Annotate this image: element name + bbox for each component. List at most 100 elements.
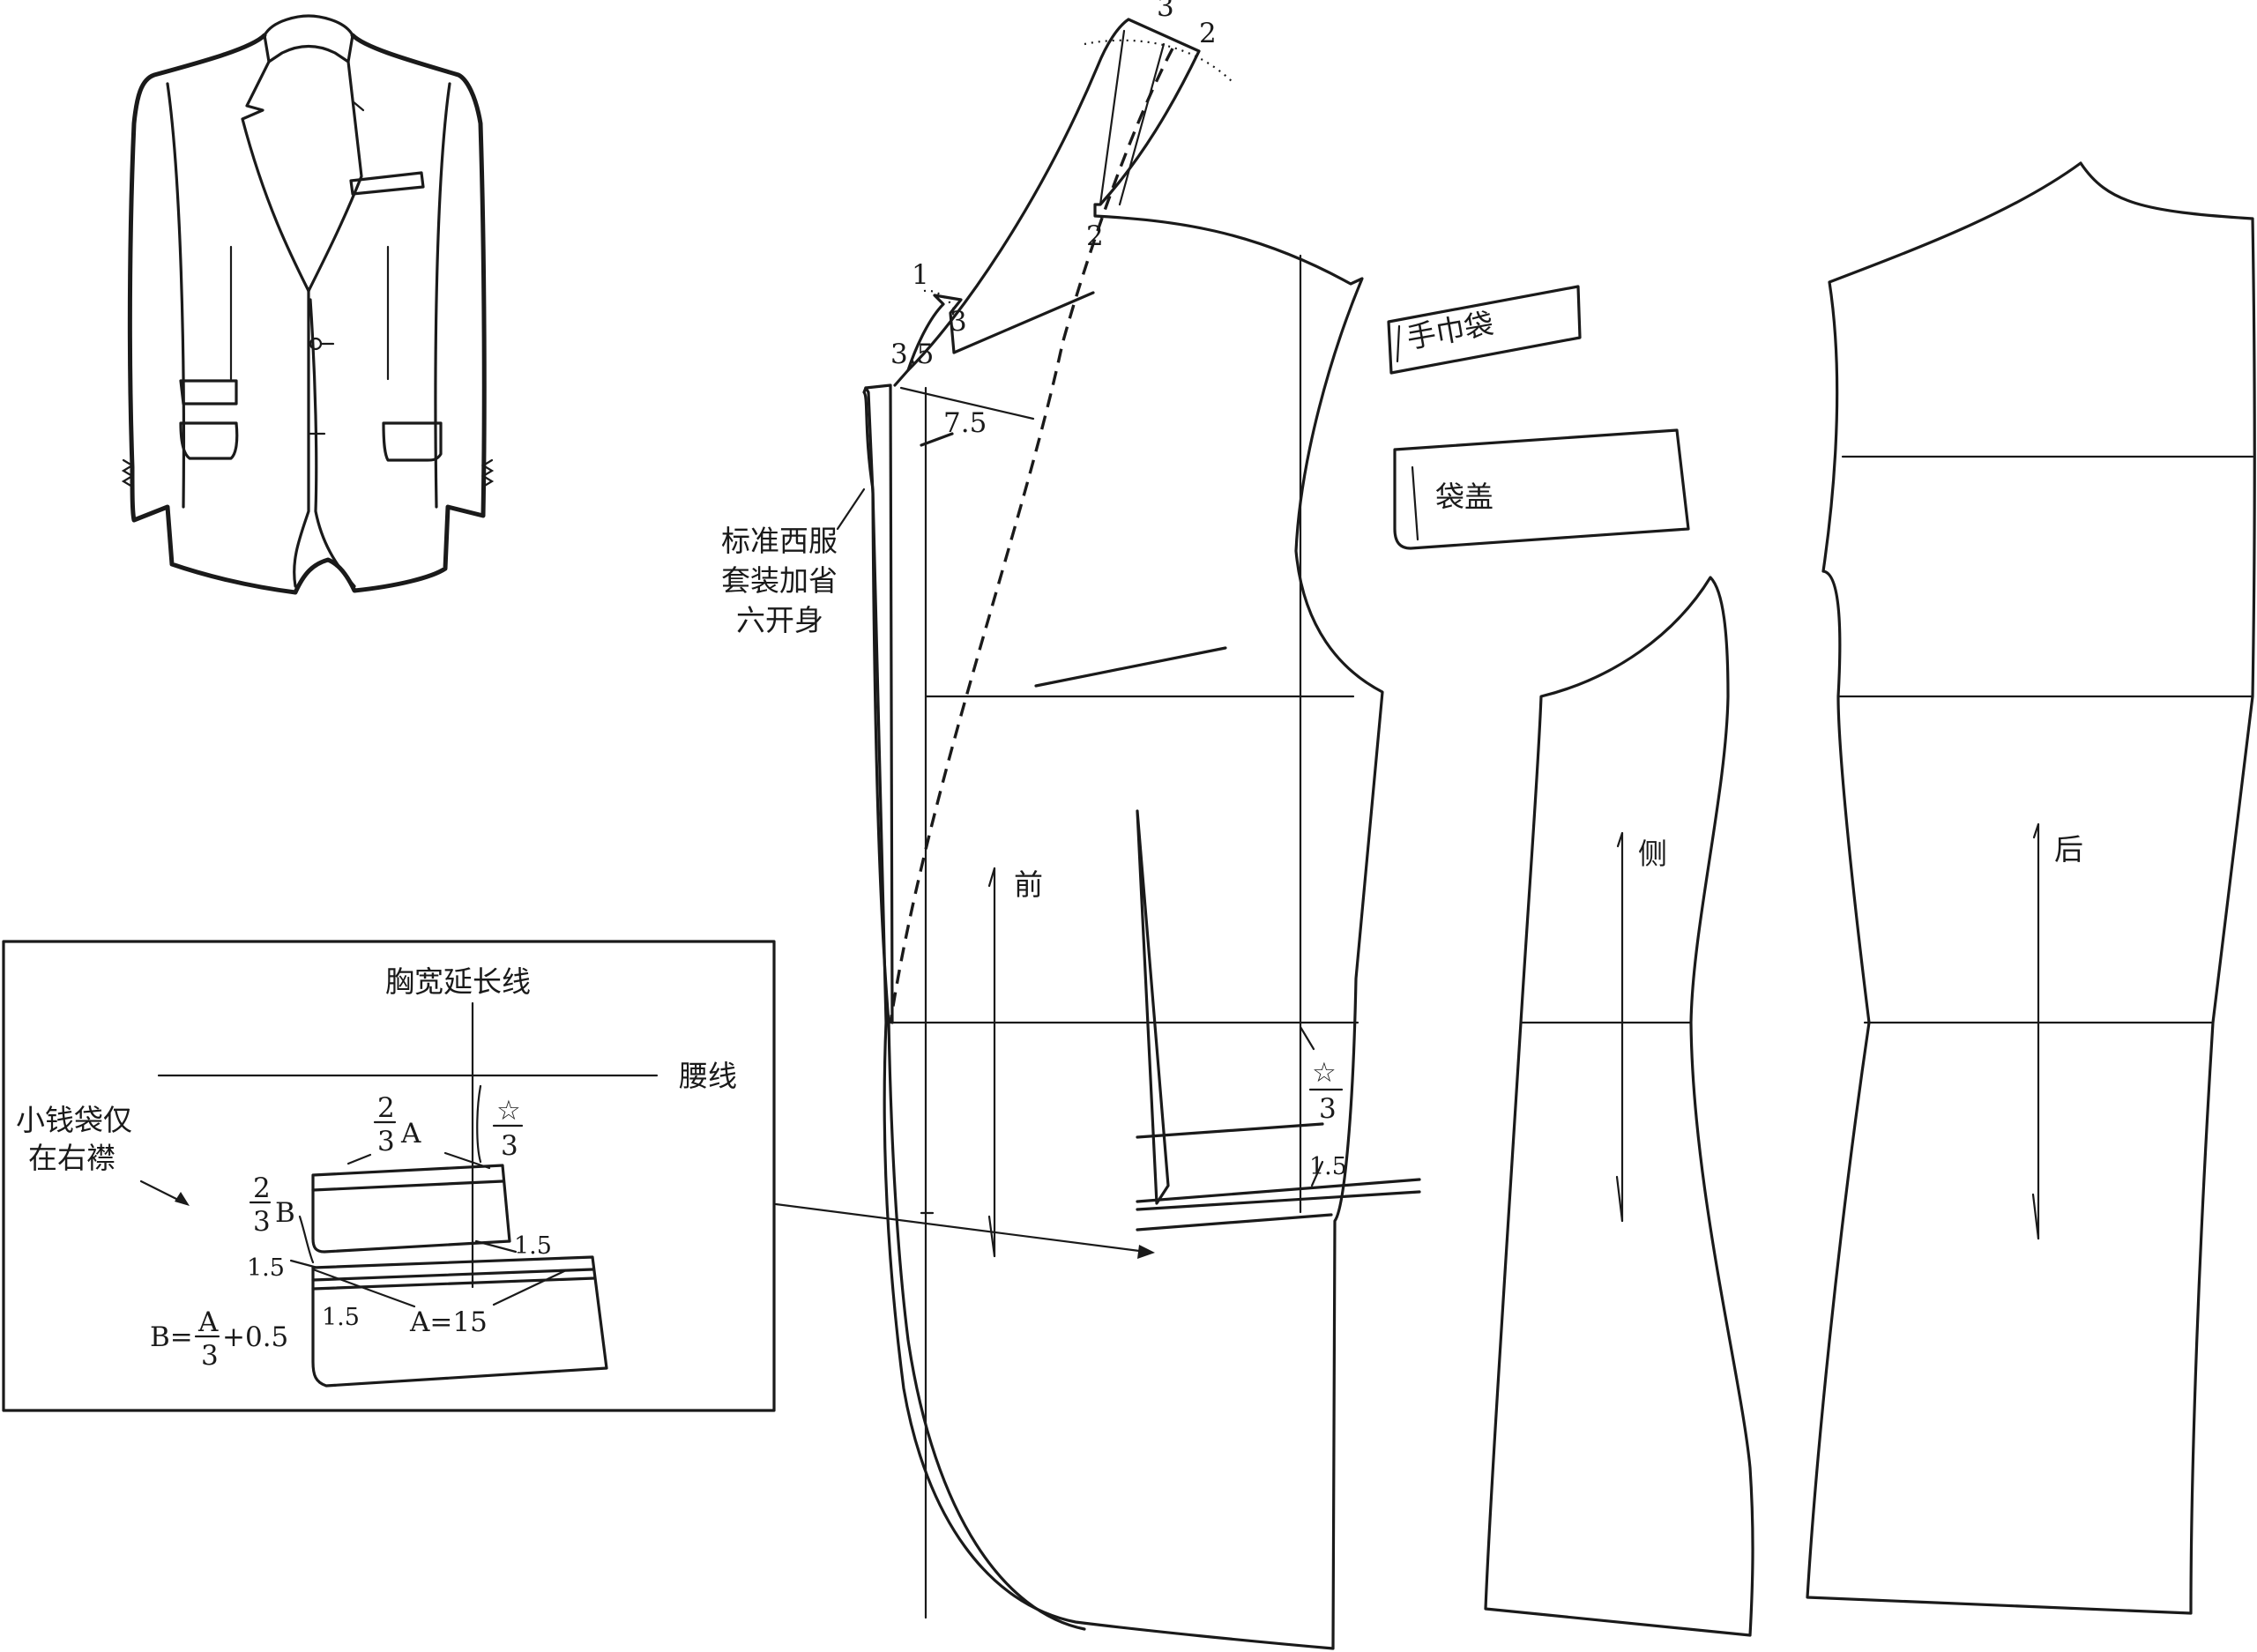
front-break-line2: [1118, 42, 1166, 206]
inset-two-thirds-den: 3: [377, 1126, 395, 1157]
label-back: 后: [2054, 832, 2083, 867]
inset-frame: [2, 940, 776, 1412]
inset-leader-A15-left: [311, 1268, 416, 1308]
label-waist-line: 腰线: [679, 1059, 737, 1093]
front-dart: [1136, 809, 1170, 1205]
handkerchief-pocket-outline: [1387, 285, 1582, 375]
inset-B-eq-frac-num: A: [197, 1306, 219, 1338]
dim-star-denominator: 3: [1319, 1093, 1337, 1125]
front-pocket-star-line: [1299, 1025, 1315, 1051]
inset-A-equals-15: A=15: [409, 1306, 488, 1338]
front-piece: [862, 18, 1421, 1650]
inset-1-5-left: 1.5: [247, 1254, 285, 1282]
label-coin-pocket-line2: 在右襟: [28, 1141, 115, 1175]
dim-collar-top-3: 3: [1157, 0, 1174, 23]
front-roll-line: [889, 48, 1174, 1023]
label-note-line3: 六开身: [736, 603, 823, 637]
dim-lapel-7-5: 7.5: [943, 407, 987, 439]
jacket-pocket-left-flap: [179, 379, 238, 406]
side-grain-arrow-bottom: [1615, 1175, 1624, 1223]
dim-gorge-2: 2: [1086, 220, 1104, 252]
label-chest-width-extension: 胸宽延长线: [385, 964, 531, 999]
front-pocket-line3: [1136, 1190, 1421, 1211]
dim-notch-3: 3: [950, 306, 967, 338]
inset-leader-1-5-left: [289, 1259, 319, 1269]
front-grain-arrow-top: [987, 867, 996, 888]
jacket-sleeve-left: [166, 82, 186, 509]
dim-pocket-1-5: 1.5: [1309, 1153, 1347, 1180]
front-lapel-outline: [862, 18, 1384, 1650]
front-break-line: [1099, 29, 1126, 206]
label-front: 前: [1014, 867, 1043, 902]
inset-leader-star: [476, 1084, 482, 1164]
inset-to-pattern-arrowhead: [1137, 1245, 1155, 1259]
inset-leader-A15-right: [492, 1269, 566, 1306]
inset-leader-1-5: [474, 1239, 518, 1254]
label-coin-pocket-line1: 小钱袋仅: [16, 1103, 132, 1137]
front-pocket-line2: [1136, 1178, 1421, 1203]
side-piece-outline: [1484, 576, 1754, 1637]
inset-main-pocket: [311, 1255, 608, 1388]
jacket-lapel-right: [307, 60, 363, 293]
inset-star-den: 3: [501, 1130, 518, 1162]
jacket-lapel-notch: [351, 100, 365, 112]
inset-leader-2-3A-right: [443, 1151, 491, 1170]
inset-two-thirds-B-num: 2: [253, 1172, 271, 1204]
jacket-illustration: [121, 14, 495, 595]
side-piece: [1484, 576, 1754, 1637]
inset-note-arrowhead: [175, 1192, 190, 1206]
front-breast-welt: [1034, 646, 1227, 688]
side-grain-arrow-top: [1616, 831, 1624, 848]
jacket-sleeve-right: [434, 82, 451, 509]
front-pocket-line1: [1136, 1122, 1324, 1139]
handkerchief-pocket-piece: [1387, 285, 1582, 375]
inset-A-label: A: [400, 1118, 421, 1150]
pocket-flap-grain: [1411, 465, 1419, 541]
inset-main-pocket-line2: [311, 1268, 594, 1282]
dim-collar-top-2: 2: [1199, 18, 1217, 49]
inset-B-eq-suffix: +0.5: [222, 1321, 288, 1353]
inset-B-eq-frac-den: 3: [201, 1340, 219, 1372]
inset-main-pocket-line3: [311, 1276, 596, 1291]
label-note-line2: 套装加省: [721, 563, 838, 598]
inset-leader-2-3A: [346, 1153, 372, 1165]
inset-two-thirds-B-den: 3: [253, 1206, 271, 1238]
note-leader: [836, 487, 866, 531]
jacket-front-edge-right: [309, 298, 356, 588]
jacket-pocket-left-flap2: [179, 421, 239, 460]
inset-B-eq-prefix: B=: [150, 1321, 193, 1353]
back-grain-arrow-top: [2032, 822, 2040, 839]
dim-notch-1: 1: [912, 259, 929, 291]
inset-leader-B: [298, 1215, 315, 1264]
back-piece: [1806, 161, 2256, 1615]
front-lapel-top: [893, 18, 1130, 387]
label-note-line1: 标准西服: [721, 524, 838, 558]
front-edge: [864, 386, 1086, 1631]
jacket-cuff-buttons-right: [480, 458, 495, 488]
label-side: 侧: [1638, 837, 1667, 871]
jacket-collar: [263, 14, 354, 63]
inset-coin-pocket-topline: [311, 1179, 504, 1192]
front-edge-inner: [864, 383, 894, 1024]
jacket-front-edge: [293, 289, 310, 588]
front-pocket-line4: [1136, 1213, 1333, 1232]
jacket-pocket-right-flap: [382, 421, 443, 462]
inset-to-pattern-arrow: [774, 1202, 1148, 1254]
front-lapel-width-line: [899, 386, 1035, 420]
front-grain-arrow-bottom: [987, 1215, 996, 1258]
back-grain-arrow-bottom: [2031, 1193, 2040, 1240]
handkerchief-grain: [1396, 324, 1401, 363]
front-pocket-1-5-leader: [1310, 1160, 1324, 1187]
jacket-body-outline: [127, 33, 487, 595]
inset-1-5-lower: 1.5: [322, 1304, 360, 1331]
inset-1-5-right: 1.5: [514, 1232, 552, 1260]
inset-star-symbol: ☆: [496, 1095, 521, 1127]
pocket-flap-piece: [1393, 428, 1690, 550]
coin-pocket-inset: [2, 940, 1155, 1412]
dim-notch-3-5: 3.5: [890, 339, 934, 370]
jacket-breast-pocket: [349, 171, 425, 196]
dim-star-symbol: ☆: [1312, 1057, 1337, 1089]
inset-coin-pocket: [311, 1164, 511, 1254]
inset-two-thirds-num: 2: [377, 1092, 395, 1124]
